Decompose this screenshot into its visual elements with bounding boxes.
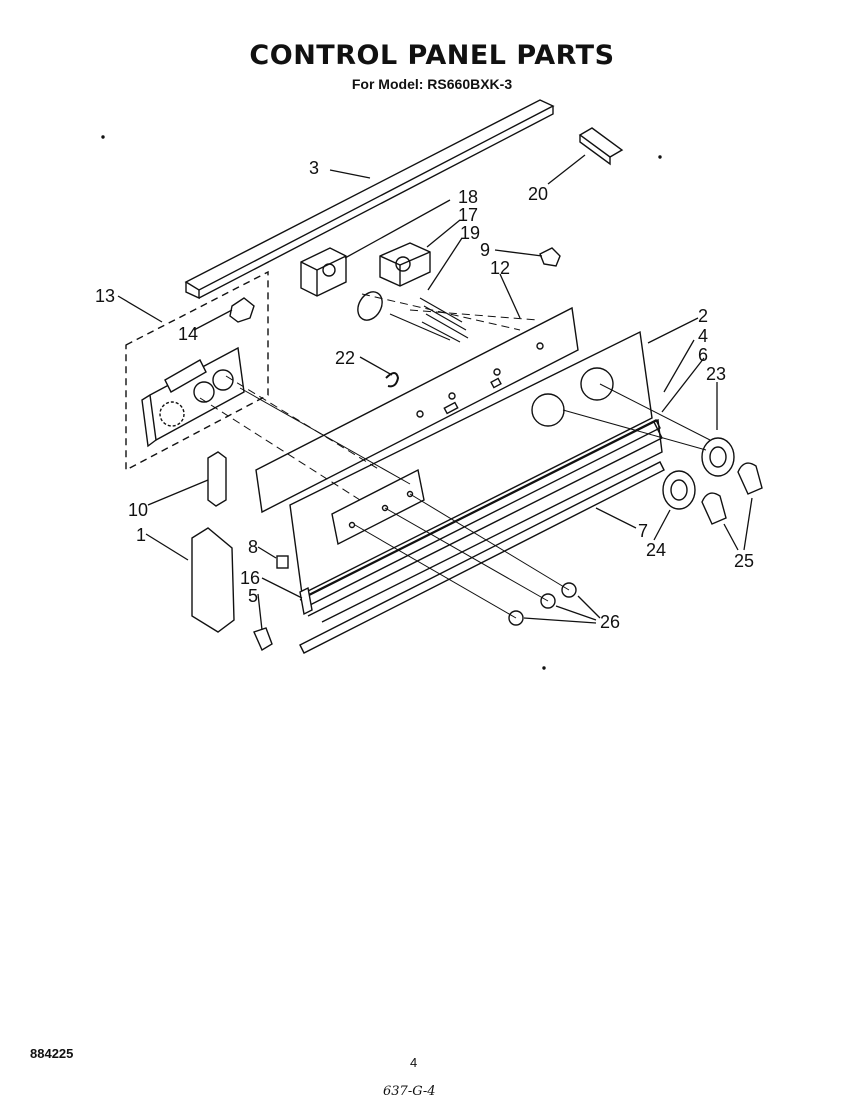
callout-5: 5 xyxy=(248,586,258,606)
part-14-clip xyxy=(229,297,255,323)
callout-16: 16 xyxy=(240,568,260,588)
doc-number: 884225 xyxy=(30,1046,74,1061)
callout-17: 17 xyxy=(458,205,478,225)
page-title: CONTROL PANEL PARTS xyxy=(249,40,615,71)
callout-13: 13 xyxy=(95,286,115,306)
callout-26: 26 xyxy=(600,612,620,632)
callout-18: 18 xyxy=(458,187,478,207)
callout-4: 4 xyxy=(698,326,708,346)
handwritten-code: 637-G-4 xyxy=(383,1084,436,1099)
part-8-block xyxy=(276,555,289,569)
model-prefix: For Model: xyxy=(351,76,424,92)
callout-9: 9 xyxy=(480,240,490,260)
callout-7: 7 xyxy=(638,521,648,541)
callout-8: 8 xyxy=(248,537,258,557)
callout-22: 22 xyxy=(335,348,355,368)
part-24-knob-base xyxy=(662,470,696,510)
callout-6: 6 xyxy=(698,345,708,365)
callout-14: 14 xyxy=(178,324,198,344)
part-7-lower-trim xyxy=(299,418,665,654)
callout-3: 3 xyxy=(309,158,319,178)
part-1-end-cap xyxy=(191,527,235,633)
stray-dot xyxy=(658,155,662,159)
part-13-timer-assembly xyxy=(125,270,269,472)
callout-25: 25 xyxy=(734,551,754,571)
part-23-knob-base xyxy=(701,437,735,477)
part-3-top-trim xyxy=(184,99,555,300)
callout-2: 2 xyxy=(698,306,708,326)
callout-10: 10 xyxy=(128,500,148,520)
stray-dot xyxy=(101,135,105,139)
model-line: For Model: RS660BXK-3 xyxy=(0,76,864,92)
part-18-switch xyxy=(300,247,347,297)
part-2-control-panel xyxy=(289,330,653,596)
part-20-bracket xyxy=(578,127,624,166)
part-5-clip xyxy=(253,627,273,652)
callout-1: 1 xyxy=(136,525,146,545)
alignment-lines xyxy=(199,293,539,501)
callout-24: 24 xyxy=(646,540,666,560)
stray-dot xyxy=(542,666,546,670)
callout-20: 20 xyxy=(528,184,548,204)
part-9-clip xyxy=(539,247,561,267)
part-17-switch xyxy=(379,242,431,287)
part-10-bracket xyxy=(207,451,227,507)
page-number: 4 xyxy=(410,1055,418,1070)
callout-23: 23 xyxy=(706,364,726,384)
part-19-ring xyxy=(357,291,383,321)
leader-lines xyxy=(117,154,753,631)
alignment-lines-solid xyxy=(239,383,711,619)
part-25-knobs xyxy=(701,462,763,525)
part-12-bracket xyxy=(255,306,579,514)
part-16-strip xyxy=(299,586,313,616)
callout-12: 12 xyxy=(490,258,510,278)
callout-19: 19 xyxy=(460,223,480,243)
model-number: RS660BXK-3 xyxy=(427,76,513,92)
wiring-leads xyxy=(389,297,469,343)
